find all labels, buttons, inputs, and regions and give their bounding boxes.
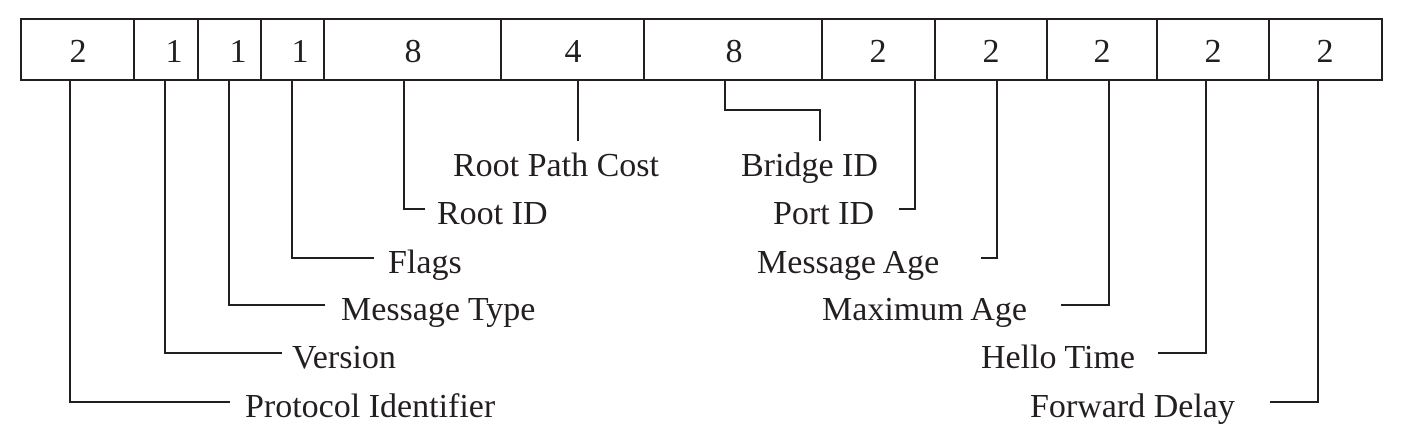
leader-hello-time	[1158, 80, 1207, 354]
leader-lines	[69, 80, 1319, 403]
label-message-age: Message Age	[757, 244, 939, 281]
field-size-maximum-age: 2	[1094, 33, 1111, 70]
field-size-protocol-identifier: 2	[70, 33, 87, 70]
label-hello-time: Hello Time	[981, 339, 1135, 376]
field-size-hello-time: 2	[1205, 33, 1222, 70]
label-protocol-identifier: Protocol Identifier	[245, 388, 496, 425]
leader-version	[164, 80, 282, 354]
label-version: Version	[292, 339, 396, 376]
field-size-version: 1	[166, 33, 183, 70]
leader-message-age	[981, 80, 998, 259]
field-size-message-type: 1	[230, 33, 247, 70]
label-port-id: Port ID	[773, 195, 874, 232]
leader-protocol-identifier	[69, 80, 230, 403]
leader-message-type	[228, 80, 325, 306]
label-root-path-cost: Root Path Cost	[453, 147, 659, 184]
field-row-frame	[20, 18, 1383, 81]
leader-forward-delay	[1270, 80, 1319, 403]
field-sizes: 2 1 1 1 8 4 8 2 2 2 2 2	[70, 33, 1334, 70]
leader-port-id	[899, 80, 916, 210]
field-dividers	[133, 19, 1270, 80]
field-labels: Protocol Identifier Version Message Type…	[245, 147, 1235, 425]
field-size-forward-delay: 2	[1317, 33, 1334, 70]
field-size-flags: 1	[292, 33, 309, 70]
leader-root-id	[403, 80, 425, 210]
label-flags: Flags	[388, 244, 462, 281]
label-forward-delay: Forward Delay	[1030, 388, 1235, 425]
field-size-root-id: 8	[405, 33, 422, 70]
label-maximum-age: Maximum Age	[822, 291, 1027, 328]
field-size-message-age: 2	[983, 33, 1000, 70]
label-bridge-id: Bridge ID	[741, 147, 878, 184]
field-size-root-path-cost: 4	[565, 33, 582, 70]
leader-flags	[291, 80, 374, 259]
field-size-port-id: 2	[870, 33, 887, 70]
leader-bridge-id	[724, 80, 821, 141]
label-root-id: Root ID	[437, 195, 548, 232]
field-size-bridge-id: 8	[726, 33, 743, 70]
label-message-type: Message Type	[341, 291, 535, 328]
leader-maximum-age	[1061, 80, 1110, 306]
